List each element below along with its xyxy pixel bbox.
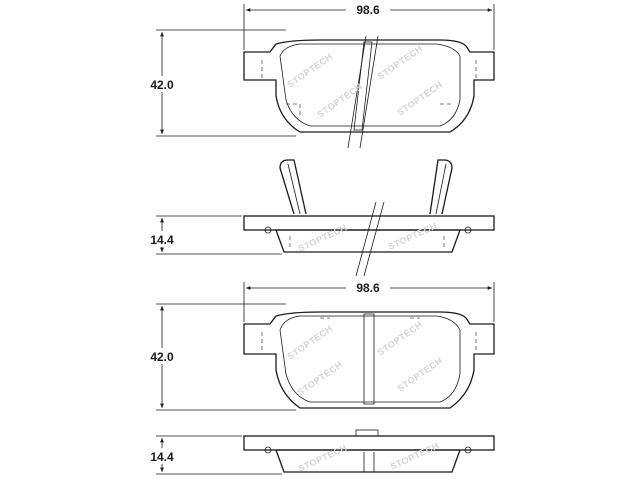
top-height-label: 42.0 [150,78,174,92]
top-height-dimension: 42.0 [144,29,296,137]
bottom-height-label: 42.0 [150,350,174,364]
watermark-stoptech-top: STOPTECH STOPTECH STOPTECH STOPTECH [285,43,444,120]
watermark-stoptech-side: STOPTECH STOPTECH [297,220,439,253]
bottom-height-dimension: 42.0 [144,303,296,411]
svg-text:STOPTECH: STOPTECH [285,51,334,90]
svg-text:STOPTECH: STOPTECH [285,323,334,362]
svg-text:STOPTECH: STOPTECH [375,319,424,358]
svg-text:STOPTECH: STOPTECH [375,43,424,82]
top-thickness-label: 14.4 [150,233,174,247]
bottom-thickness-label: 14.4 [150,450,174,464]
top-width-label: 98.6 [356,3,380,17]
top-pad-front-view: STOPTECH STOPTECH STOPTECH STOPTECH [243,35,495,149]
svg-text:STOPTECH: STOPTECH [297,442,349,473]
svg-text:STOPTECH: STOPTECH [389,440,441,471]
bottom-thickness-dimension: 14.4 [144,435,282,475]
watermark-stoptech-bottom-side: STOPTECH STOPTECH [297,440,441,473]
svg-text:STOPTECH: STOPTECH [297,222,349,253]
top-width-dimension: 98.6 [243,2,495,50]
top-thickness-dimension: 14.4 [144,215,282,255]
bottom-width-label: 98.6 [356,281,380,295]
bottom-pad-front-view: STOPTECH STOPTECH STOPTECH STOPTECH [243,311,495,409]
svg-text:STOPTECH: STOPTECH [395,79,444,118]
bottom-pad-side-view: STOPTECH STOPTECH [243,429,495,474]
svg-text:STOPTECH: STOPTECH [395,355,444,394]
bottom-width-dimension: 98.6 [243,280,495,322]
watermark-stoptech-bottom: STOPTECH STOPTECH STOPTECH STOPTECH [285,319,444,398]
svg-text:STOPTECH: STOPTECH [295,359,344,398]
top-pad-side-view: STOPTECH STOPTECH [243,159,495,277]
svg-text:STOPTECH: STOPTECH [387,220,439,251]
